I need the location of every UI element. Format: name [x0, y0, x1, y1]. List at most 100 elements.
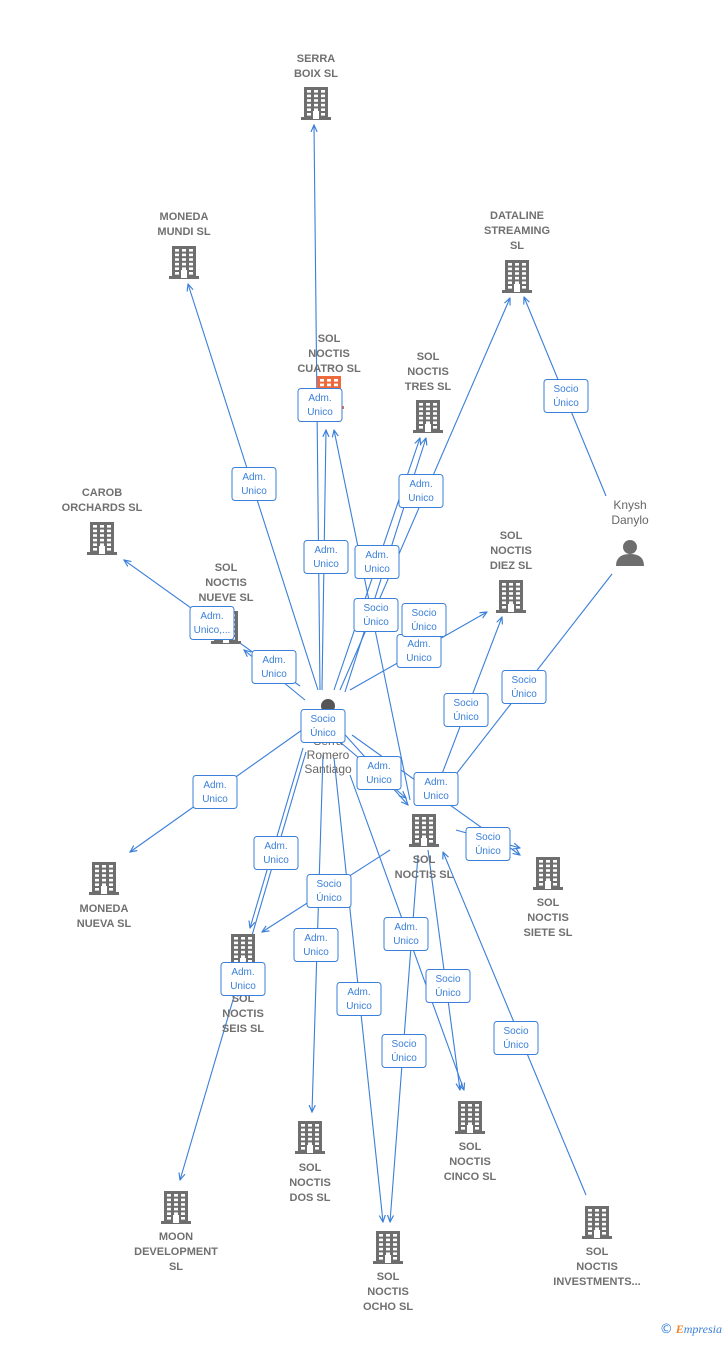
relation-label-text: Adm.	[242, 472, 265, 483]
relation-label-0[interactable]: Adm.Unico	[297, 388, 343, 422]
relation-label-text: Único	[503, 1038, 529, 1051]
relation-label-23[interactable]: Adm.Unico	[336, 982, 382, 1016]
relation-label-box	[253, 836, 299, 870]
relation-label-text: Único	[553, 396, 579, 409]
relation-label-box	[336, 982, 382, 1016]
node-label-line: TRES SL	[405, 381, 452, 393]
relation-label-text: Único	[435, 986, 461, 999]
relation-label-14[interactable]: Adm.Unico	[413, 772, 459, 806]
relation-label-text: Unico	[230, 981, 256, 992]
node-label-line: DATALINE	[490, 210, 544, 222]
node-label-line: MONEDA	[160, 211, 209, 223]
relation-label-18[interactable]: Adm.Unico	[253, 836, 299, 870]
relation-label-2[interactable]: Adm.Unico	[303, 540, 349, 574]
relation-label-text: Unico	[307, 407, 333, 418]
node-label-line: Knysh	[613, 498, 646, 512]
node-label-line: CAROB	[82, 487, 122, 499]
node-label-line: SERRA	[297, 53, 336, 65]
relation-label-text: Socio	[453, 698, 478, 709]
node-label-line: SIETE SL	[524, 927, 573, 939]
node-investments[interactable]: SOLNOCTISINVESTMENTS...	[553, 1206, 641, 1288]
building-icon	[228, 934, 258, 967]
empresia-watermark: © Empresia	[660, 1322, 722, 1337]
building-icon	[301, 87, 331, 120]
relation-label-text: Adm.	[365, 550, 388, 561]
relation-label-15[interactable]: Adm.Unico	[356, 756, 402, 790]
relation-label-text: Único	[363, 615, 389, 628]
relation-label-6[interactable]: Adm.Unico,...	[189, 606, 235, 640]
relation-label-text: Adm.	[200, 611, 223, 622]
node-label-line: Danylo	[611, 513, 649, 527]
relation-label-20[interactable]: Adm.Unico	[220, 962, 266, 996]
relation-label-text: Socio	[310, 714, 335, 725]
relation-label-7[interactable]: Adm.Unico	[251, 650, 297, 684]
node-label-line: SL	[169, 1261, 183, 1273]
relation-label-text: Unico	[303, 947, 329, 958]
node-label-line: DIEZ SL	[490, 560, 532, 572]
relation-label-text: Unico	[263, 855, 289, 866]
relation-labels-layer: Adm.UnicoAdm.UnicoAdm.UnicoAdm.UnicoAdm.…	[189, 379, 589, 1068]
relation-label-text: Único	[453, 710, 479, 723]
relation-label-box	[231, 467, 277, 501]
relation-label-8[interactable]: Adm.Unico	[396, 634, 442, 668]
relation-label-box	[443, 693, 489, 727]
relation-label-17[interactable]: Adm.Unico	[192, 775, 238, 809]
relation-label-text: Único	[411, 620, 437, 633]
relation-label-box	[300, 709, 346, 743]
node-label-line: SOL	[377, 1271, 400, 1283]
relation-label-text: Adm.	[347, 987, 370, 998]
node-label-line: NOCTIS	[222, 1008, 264, 1020]
building-icon	[455, 1101, 485, 1134]
node-label-line: Santiago	[304, 762, 352, 776]
relation-label-text: Único	[475, 844, 501, 857]
node-label-line: ORCHARDS SL	[62, 502, 143, 514]
relation-label-4[interactable]: Adm.Unico	[398, 474, 444, 508]
relation-label-text: Socio	[435, 974, 460, 985]
relation-label-text: Unico	[261, 669, 287, 680]
building-icon	[89, 862, 119, 895]
node-label-line: SEIS SL	[222, 1023, 264, 1035]
node-label-line: NOCTIS	[490, 545, 532, 557]
relation-label-text: Adm.	[203, 780, 226, 791]
node-label-line: MONEDA	[80, 903, 129, 915]
relation-label-box	[381, 1034, 427, 1068]
relation-label-3[interactable]: Adm.Unico	[354, 545, 400, 579]
relation-label-box	[189, 606, 235, 640]
building-icon	[413, 400, 443, 433]
building-icon	[502, 260, 532, 293]
relation-label-text: Unico	[313, 559, 339, 570]
relation-label-1[interactable]: Adm.Unico	[231, 467, 277, 501]
node-label-line: SOL	[299, 1162, 322, 1174]
relation-label-22[interactable]: Adm.Unico	[383, 917, 429, 951]
node-carob[interactable]: CAROB ORCHARDS SL	[62, 487, 143, 555]
node-label-line: NOCTIS SL	[395, 869, 454, 881]
relation-label-box	[413, 772, 459, 806]
relation-label-text: Único	[391, 1051, 417, 1064]
relation-label-21[interactable]: Adm.Unico	[293, 928, 339, 962]
